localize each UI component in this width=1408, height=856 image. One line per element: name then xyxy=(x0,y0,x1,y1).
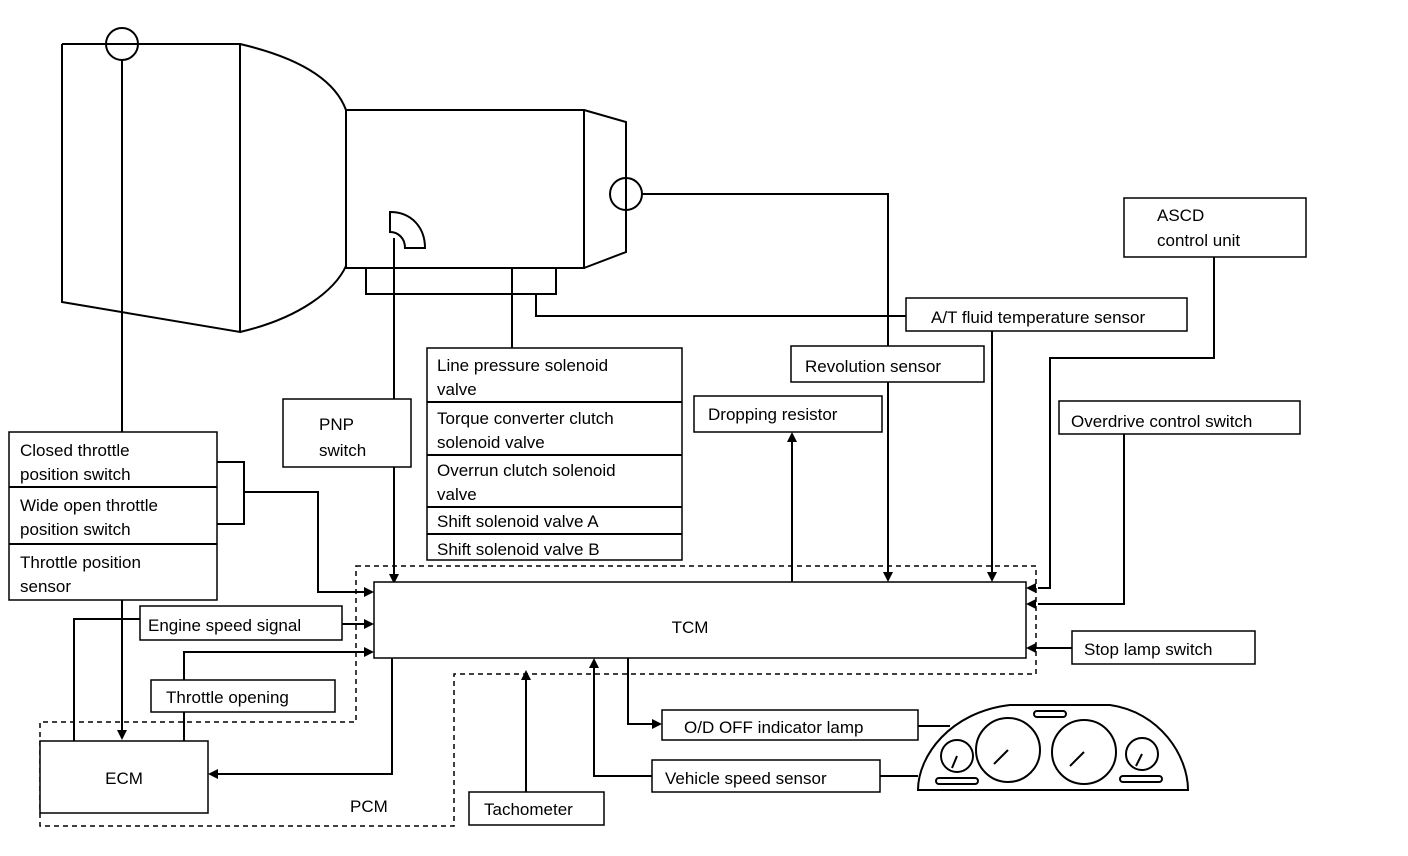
wiring-lines xyxy=(73,60,1215,792)
tcm-box: TCM xyxy=(373,581,1027,659)
tcm-label: TCM xyxy=(672,618,709,637)
closed-throttle-label-1: Closed throttle xyxy=(20,441,130,460)
transmission-case xyxy=(345,109,585,269)
od-off-lamp-box: O/D OFF indicator lamp xyxy=(661,709,919,741)
overrun-clutch-label-2: valve xyxy=(437,485,477,504)
overrun-clutch-label-1: Overrun clutch solenoid xyxy=(437,461,616,480)
pnp-switch-symbol xyxy=(389,210,427,249)
vehicle-speed-box: Vehicle speed sensor xyxy=(651,759,881,793)
pnp-label-1: PNP xyxy=(319,415,354,434)
ascd-box: ASCD control unit xyxy=(1123,197,1307,258)
pcm-boundary xyxy=(39,565,1037,827)
revolution-sensor-box: Revolution sensor xyxy=(790,345,985,383)
throttle-opening-label: Throttle opening xyxy=(166,688,289,707)
gauge-tachometer xyxy=(975,717,1041,783)
torque-converter-label-2: solenoid valve xyxy=(437,433,545,452)
engine-speed-label: Engine speed signal xyxy=(148,616,301,635)
tachometer-label: Tachometer xyxy=(484,800,573,819)
transmission-drawing xyxy=(61,27,643,334)
pnp-label-2: switch xyxy=(319,441,366,460)
ascd-label-1: ASCD xyxy=(1157,206,1204,225)
cluster-indicator-left xyxy=(935,777,979,785)
valve-body xyxy=(365,267,557,295)
shift-solenoid-a-label: Shift solenoid valve A xyxy=(437,512,599,531)
gauge-speedometer xyxy=(1051,719,1117,785)
engine-outline xyxy=(61,43,241,334)
bellhousing-bottom xyxy=(239,265,347,333)
ecm-label: ECM xyxy=(105,769,143,788)
vehicle-speed-label: Vehicle speed sensor xyxy=(665,769,827,788)
gauge-small-left xyxy=(940,739,974,773)
pnp-switch-box: PNP switch xyxy=(282,398,412,468)
cluster-indicator-right xyxy=(1119,775,1163,783)
torque-converter-label-1: Torque converter clutch xyxy=(437,409,614,428)
fluid-temp-label: A/T fluid temperature sensor xyxy=(931,308,1146,327)
fluid-temp-box: A/T fluid temperature sensor xyxy=(905,297,1188,332)
gauge-small-right xyxy=(1125,737,1159,771)
engine-speed-box: Engine speed signal xyxy=(139,605,343,641)
wide-open-throttle-label-2: position switch xyxy=(20,520,131,539)
solenoid-stack: Line pressure solenoid valve Torque conv… xyxy=(426,347,683,561)
ascd-label-2: control unit xyxy=(1157,231,1240,250)
instrument-cluster xyxy=(916,704,1190,791)
arrowheads xyxy=(117,432,1036,779)
bellhousing-top xyxy=(239,43,347,111)
stop-lamp-box: Stop lamp switch xyxy=(1071,630,1256,665)
dropping-resistor-box: Dropping resistor xyxy=(693,395,883,433)
dropping-resistor-label: Dropping resistor xyxy=(708,405,838,424)
throttle-switch-stack: Closed throttle position switch Wide ope… xyxy=(8,431,218,601)
pcm-label: PCM xyxy=(350,797,388,816)
revolution-sensor-label: Revolution sensor xyxy=(805,357,941,376)
extension-housing xyxy=(583,109,627,269)
throttle-opening-box: Throttle opening xyxy=(150,679,336,713)
throttle-position-sensor-label-1: Throttle position xyxy=(20,553,141,572)
overdrive-switch-box: Overdrive control switch xyxy=(1058,400,1301,435)
cluster-indicator-top xyxy=(1033,710,1067,718)
od-off-lamp-label: O/D OFF indicator lamp xyxy=(684,718,864,737)
throttle-position-sensor-label-2: sensor xyxy=(20,577,71,596)
closed-throttle-label-2: position switch xyxy=(20,465,131,484)
line-pressure-label-2: valve xyxy=(437,380,477,399)
shift-solenoid-b-label: Shift solenoid valve B xyxy=(437,540,600,559)
stop-lamp-label: Stop lamp switch xyxy=(1084,640,1213,659)
ecm-box: ECM xyxy=(39,740,209,814)
cluster-outline xyxy=(916,704,1190,791)
tachometer-box: Tachometer xyxy=(468,791,605,826)
wide-open-throttle-label-1: Wide open throttle xyxy=(20,496,158,515)
overdrive-switch-label: Overdrive control switch xyxy=(1071,412,1252,431)
line-pressure-label-1: Line pressure solenoid xyxy=(437,356,608,375)
throttle-stack-box xyxy=(8,431,218,601)
